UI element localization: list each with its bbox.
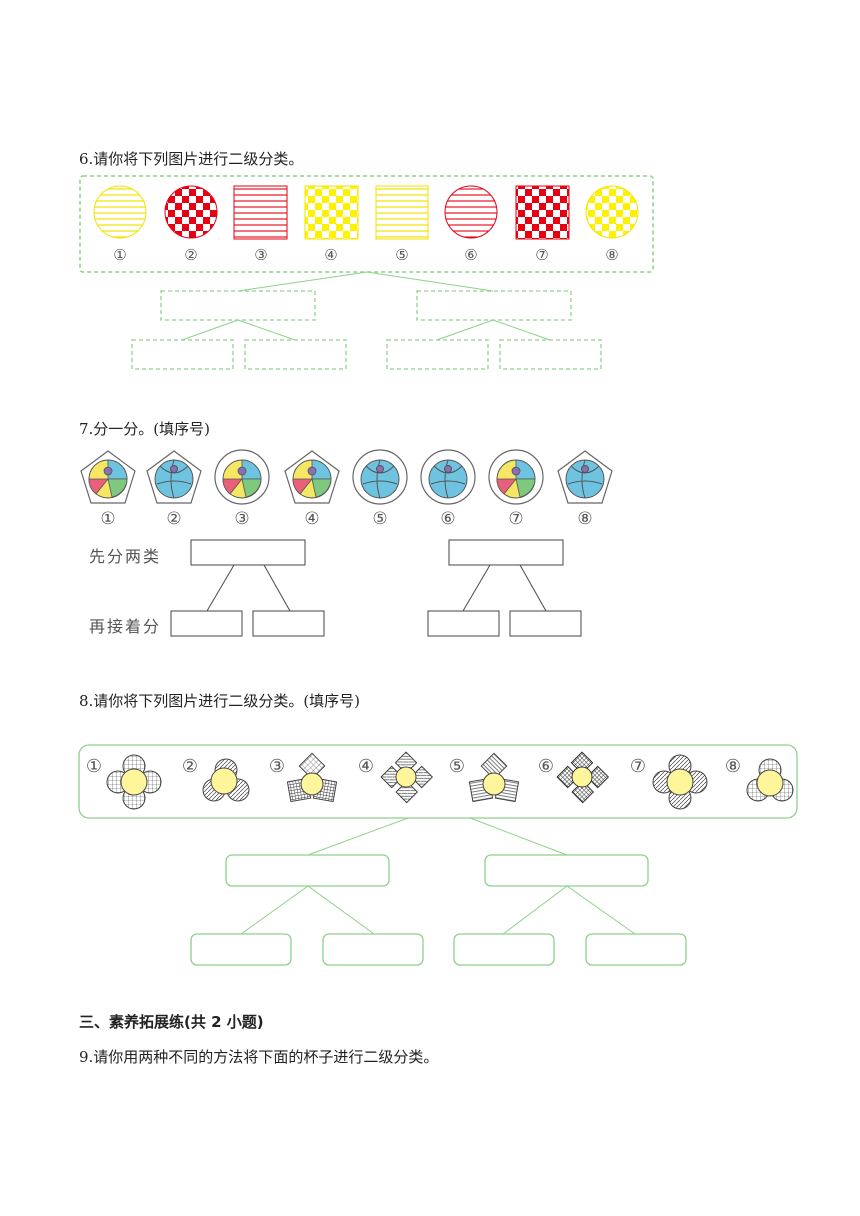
- q8-flower-6: [556, 751, 610, 804]
- q7-label: ①: [100, 509, 115, 529]
- q8-label: ④: [358, 756, 374, 777]
- q6-text: 6.请你将下列图片进行二级分类。: [79, 150, 304, 168]
- q8-label: ⑦: [630, 756, 646, 777]
- q6-answer-box[interactable]: [244, 339, 347, 370]
- q6-items-box: [79, 175, 654, 273]
- q7-answer-box[interactable]: [190, 539, 306, 566]
- q6-label: ⑧: [605, 246, 618, 264]
- q7-answer-box[interactable]: [427, 610, 500, 637]
- q6-shape-5: [375, 185, 429, 240]
- q7-colorful-ball-7: [496, 459, 536, 499]
- q8-label: ⑧: [725, 756, 741, 777]
- section-title: 三、素养拓展练(共 2 小题): [79, 1013, 264, 1031]
- q7-answer-box[interactable]: [448, 539, 564, 566]
- q6-answer-box[interactable]: [160, 290, 316, 321]
- q8-label: ③: [269, 756, 285, 777]
- q8-items-box: [78, 744, 798, 819]
- q7-step1-label: 先分两类: [89, 547, 162, 566]
- q8-answer-box[interactable]: [453, 933, 555, 966]
- q6-tree-lines: [181, 271, 551, 341]
- q8-label: ①: [86, 756, 102, 777]
- q8-answer-box[interactable]: [225, 854, 390, 887]
- q6-label: ④: [324, 246, 337, 264]
- q7-blue-ball-6: [428, 459, 468, 499]
- q7-figure: ① ② ③ ④ ⑤ ⑥ ⑦ ⑧: [80, 449, 613, 637]
- q6-label: ⑥: [464, 246, 477, 264]
- q7-label: ⑥: [440, 509, 455, 529]
- q7-label: ⑧: [577, 509, 592, 529]
- q6-label: ⑦: [535, 246, 548, 264]
- q7-colorful-ball-4: [292, 459, 332, 499]
- q8-flower-8: [746, 758, 794, 802]
- q6-label: ②: [184, 246, 197, 264]
- q9-text: 9.请你用两种不同的方法将下面的杯子进行二级分类。: [79, 1048, 439, 1066]
- q6-shape-7: [515, 185, 570, 240]
- q6-shape-4: [304, 185, 359, 240]
- q8-answer-box[interactable]: [585, 933, 687, 966]
- q6-answer-box[interactable]: [499, 339, 602, 370]
- q7-blue-ball-2: [154, 459, 194, 499]
- q7-step2-label: 再接着分: [89, 617, 162, 636]
- q6-shape-6: [444, 185, 498, 239]
- q6-shape-1: [93, 185, 147, 239]
- q6-answer-box[interactable]: [131, 339, 234, 370]
- q7-label: ④: [304, 509, 319, 529]
- q6-answer-box[interactable]: [386, 339, 489, 370]
- q8-answer-box[interactable]: [322, 933, 424, 966]
- q8-label: ⑤: [449, 756, 465, 777]
- q7-answer-box[interactable]: [170, 610, 243, 637]
- q6-shape-8: [585, 185, 639, 239]
- q7-colorful-ball-1: [88, 459, 128, 499]
- q8-answer-box[interactable]: [484, 854, 649, 887]
- q7-label: ⑤: [372, 509, 387, 529]
- q6-shape-3: [233, 185, 288, 240]
- q7-answer-box[interactable]: [252, 610, 325, 637]
- q7-label: ②: [166, 509, 181, 529]
- q8-flower-5: [468, 752, 520, 803]
- q7-label: ③: [234, 509, 249, 529]
- q7-answer-box[interactable]: [509, 610, 582, 637]
- q8-flower-7: [652, 754, 708, 810]
- q7-label: ⑦: [508, 509, 523, 529]
- q7-text: 7.分一分。(填序号): [79, 420, 211, 438]
- q7-blue-ball-8: [565, 459, 605, 499]
- q8-flower-2: [202, 758, 250, 802]
- q6-label: ③: [254, 246, 267, 264]
- q8-text: 8.请你将下列图片进行二级分类。(填序号): [79, 692, 361, 710]
- q7-blue-ball-5: [360, 459, 400, 499]
- q7-colorful-ball-3: [222, 459, 262, 499]
- q8-label: ②: [182, 756, 198, 777]
- q6-label: ⑤: [395, 246, 408, 264]
- q8-flower-1: [106, 754, 162, 810]
- q8-figure: ① ② ③ ④ ⑤ ⑥ ⑦ ⑧: [78, 744, 798, 966]
- q8-answer-box[interactable]: [190, 933, 292, 966]
- q6-answer-box[interactable]: [416, 290, 572, 321]
- q8-label: ⑥: [538, 756, 554, 777]
- q6-label: ①: [113, 246, 126, 264]
- q6-shape-2: [164, 185, 218, 239]
- q8-flower-4: [380, 751, 434, 804]
- q8-flower-3: [286, 752, 338, 803]
